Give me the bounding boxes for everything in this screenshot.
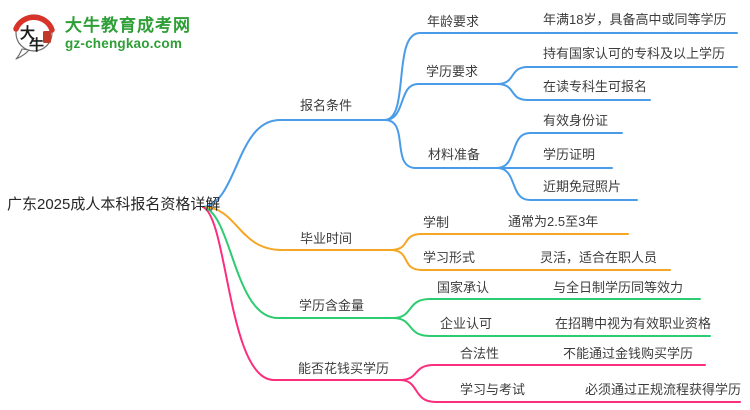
- sub-label-age-requirement: 年龄要求: [427, 14, 480, 29]
- edge-legality: [399, 364, 706, 381]
- edge-study-format: [389, 249, 671, 271]
- edge-state-recognition: [392, 298, 701, 319]
- leaf-education-value-2: 在读专科生可报名: [543, 79, 648, 94]
- edge-education-requirement: [384, 83, 498, 121]
- leaf-state-recognition-value: 与全日制学历同等效力: [553, 280, 684, 295]
- branch-label-degree-value: 学历含金量: [299, 298, 365, 313]
- leaf-education-value-1: 持有国家认可的专科及以上学历: [543, 46, 726, 61]
- leaf-study-format-value: 灵活，适合在职人员: [540, 250, 658, 265]
- svg-text:大: 大: [20, 24, 35, 42]
- edge-root-to-buy-degree: [202, 206, 401, 381]
- edge-root-to-signup-conditions: [202, 119, 386, 208]
- branch-label-graduation-time: 毕业时间: [300, 231, 353, 246]
- edge-education-req-value-2: [496, 83, 651, 101]
- edge-age-requirement: [384, 32, 738, 121]
- edge-education-req-value-1: [496, 66, 738, 85]
- site-name: 大牛教育成考网: [65, 16, 191, 36]
- leaf-material-photo: 近期免冠照片: [543, 179, 622, 194]
- edge-root-to-degree-value: [202, 206, 394, 319]
- site-logo: 大 牛 大牛教育成考网 gz-chengkao.com: [10, 8, 191, 60]
- site-url: gz-chengkao.com: [65, 35, 183, 51]
- edge-material-photo: [496, 167, 638, 201]
- logo-text: 大牛教育成考网 gz-chengkao.com: [65, 16, 191, 51]
- sub-label-materials: 材料准备: [428, 147, 481, 162]
- sub-label-legality: 合法性: [460, 346, 500, 361]
- root-node: 广东2025成人本科报名资格详解: [7, 196, 221, 213]
- sub-label-study-length: 学制: [423, 215, 450, 230]
- edge-enterprise-recognition: [392, 317, 711, 337]
- edge-root-to-graduation-time: [202, 206, 391, 251]
- leaf-study-exam-value: 必须通过正规流程获得学历: [585, 382, 742, 397]
- leaf-material-certificate: 学历证明: [543, 147, 596, 162]
- leaf-enterprise-recognition-value: 在招聘中视为有效职业资格: [555, 316, 712, 331]
- logo-bull-icon: 大 牛: [13, 14, 55, 60]
- svg-text:牛: 牛: [29, 36, 44, 54]
- sub-label-study-exam: 学习与考试: [460, 382, 526, 397]
- leaf-study-length-value: 通常为2.5至3年: [508, 214, 599, 229]
- branch-label-buy-degree: 能否花钱买学历: [298, 361, 390, 376]
- sub-label-study-format: 学习形式: [423, 250, 476, 265]
- branch-label-signup-conditions: 报名条件: [300, 98, 353, 113]
- edge-material-id: [496, 132, 623, 169]
- edge-study-length: [389, 233, 629, 251]
- leaf-age-value: 年满18岁，具备高中或同等学历: [543, 12, 727, 27]
- edge-materials: [384, 119, 498, 169]
- leaf-material-id-card: 有效身份证: [543, 113, 609, 128]
- sub-label-enterprise-recognition: 企业认可: [440, 316, 493, 331]
- edge-study-exam: [399, 379, 741, 403]
- sub-label-education-requirement: 学历要求: [426, 64, 479, 79]
- sub-label-state-recognition: 国家承认: [437, 280, 490, 295]
- leaf-legality-value: 不能通过金钱购买学历: [563, 346, 694, 361]
